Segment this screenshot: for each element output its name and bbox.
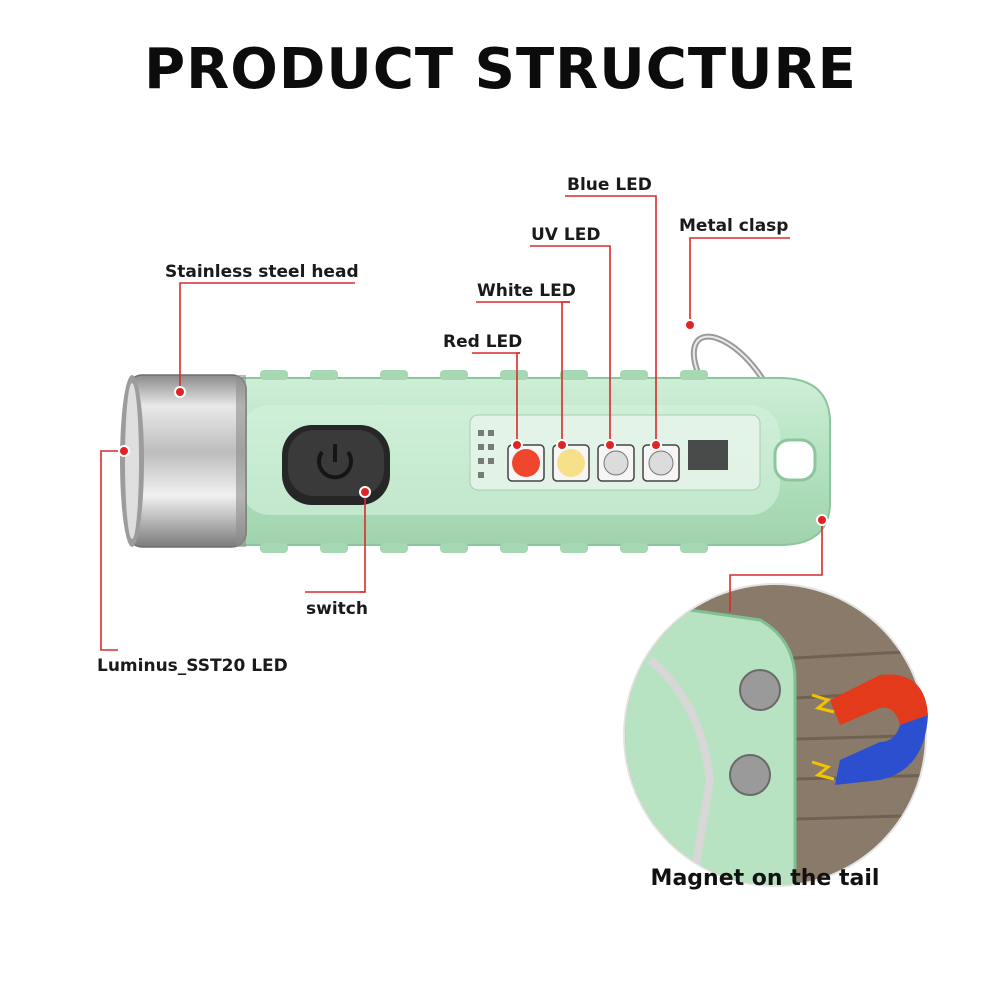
stainless-steel-head	[120, 374, 247, 548]
uv-led	[597, 444, 635, 482]
blue-led	[642, 444, 680, 482]
label-metal-clasp: Metal clasp	[679, 216, 789, 236]
magnet-detail	[623, 583, 928, 887]
label-white-led: White LED	[477, 281, 576, 301]
label-stainless-steel-head: Stainless steel head	[165, 262, 359, 282]
label-blue-led: Blue LED	[567, 175, 652, 195]
page-title: PRODUCT STRUCTURE	[144, 37, 857, 102]
label-red-led: Red LED	[443, 332, 523, 352]
magnet-caption: Magnet on the tail	[650, 866, 880, 891]
label-luminus-led: Luminus_SST20 LED	[97, 656, 288, 676]
switch-button	[282, 425, 390, 505]
marker-dots	[118, 319, 828, 526]
red-led	[507, 444, 545, 482]
label-switch: switch	[306, 599, 368, 619]
label-uv-led: UV LED	[531, 225, 601, 245]
white-led	[552, 444, 590, 482]
leader-lines	[100, 195, 823, 651]
